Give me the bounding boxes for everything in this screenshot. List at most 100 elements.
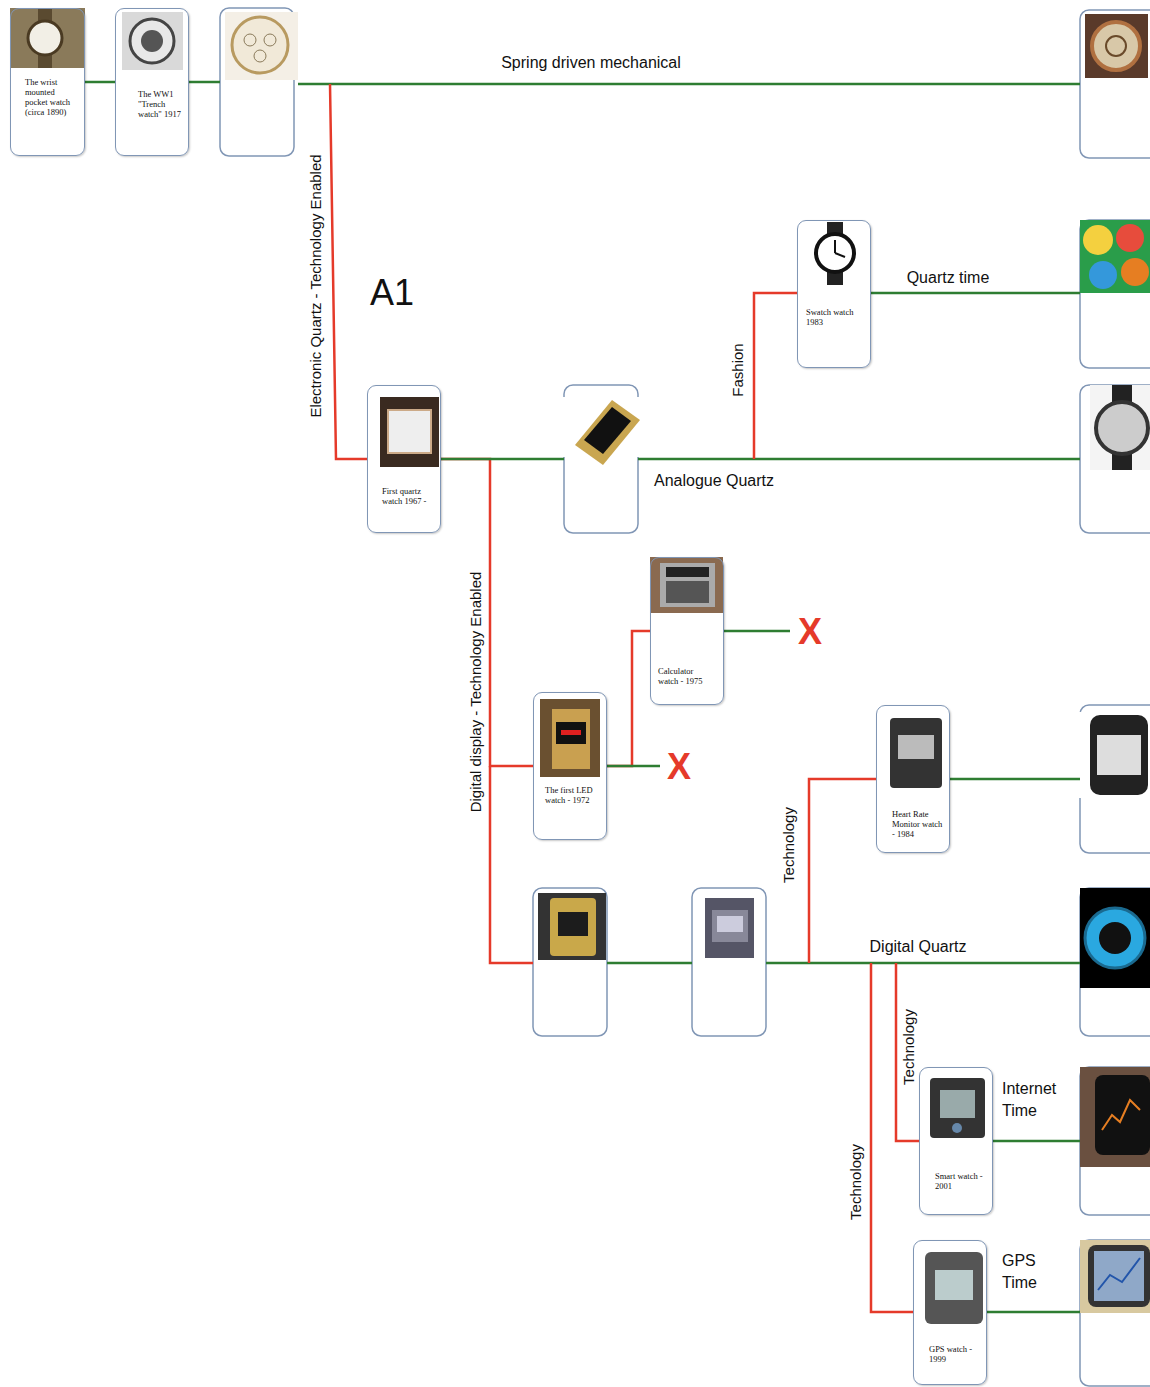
watch-card: Swatch watch 1983	[797, 220, 871, 368]
photo-ground	[1085, 14, 1148, 78]
watch-subdial	[244, 34, 256, 46]
watch-case	[550, 898, 596, 956]
timeline-connector	[607, 631, 650, 766]
branch-line	[490, 766, 533, 963]
watch-photos	[10, 8, 1150, 1330]
branch-title: Internet Time	[1002, 1078, 1066, 1121]
watch-card	[533, 888, 607, 1036]
caption-block: The WW1 "Trench watch" 1917	[138, 89, 182, 119]
photo-ground	[1080, 1067, 1150, 1167]
watch-case	[1095, 1075, 1150, 1155]
label-anchor: Digital display - Technology Enabled	[466, 572, 486, 813]
timeline-connector	[85, 81, 115, 84]
branch-line	[809, 779, 876, 963]
watch-display	[1099, 922, 1131, 954]
watch-display	[556, 722, 586, 744]
timeline-line	[950, 778, 1080, 781]
label-anchor: Technology	[779, 807, 799, 883]
label-anchor: Internet Time	[1002, 1078, 1066, 1121]
timeline-line	[993, 1140, 1080, 1143]
empty-cards	[220, 8, 1150, 1386]
watch-card: First quartz watch 1967 -	[367, 385, 441, 533]
watch-card	[1080, 220, 1150, 368]
watch-case	[925, 1252, 983, 1324]
caption-block: Swatch watch 1983	[806, 307, 866, 327]
photo-ground	[1073, 712, 1150, 798]
watch-case	[1090, 715, 1148, 795]
watch-face	[816, 234, 854, 272]
watch-card	[1080, 385, 1150, 533]
watch-card	[1080, 10, 1150, 158]
label-anchor: Electronic Quartz - Technology Enabled	[306, 154, 326, 417]
branch-title: Quartz time	[907, 267, 990, 289]
timeline-line	[987, 1311, 1080, 1314]
watch-face	[130, 19, 174, 63]
label-anchor: Technology	[846, 1144, 866, 1220]
watch-caption: The WW1 "Trench watch" 1917	[138, 89, 182, 119]
photo-ground	[538, 893, 606, 960]
watch-card	[1080, 1067, 1150, 1215]
photo-ground	[10, 8, 85, 68]
watch-face	[584, 407, 631, 454]
timeline-line	[766, 962, 1080, 965]
watch-caption: Smart watch - 2001	[935, 1171, 990, 1191]
watch-face	[1121, 258, 1149, 286]
watch-caption: The wrist mounted pocket watch (circa 18…	[25, 77, 73, 117]
branch-line	[330, 84, 367, 459]
branch-title: Analogue Quartz	[654, 470, 774, 492]
watch-caption: The first LED watch - 1972	[545, 785, 595, 805]
timeline-line	[724, 630, 790, 633]
watch-grille	[141, 30, 163, 52]
watch-case	[552, 709, 590, 769]
photo-ground	[540, 699, 600, 777]
watch-card: Calculator watch - 1975	[650, 557, 724, 705]
watch-face	[1096, 402, 1148, 454]
watch-caption: Heart Rate Monitor watch - 1984	[892, 809, 946, 839]
photo-ground	[225, 12, 298, 80]
branch-title: Spring driven mechanical	[501, 52, 681, 74]
branch-label: Electronic Quartz - Technology Enabled	[306, 154, 326, 417]
branch-line	[754, 293, 797, 459]
timeline-line	[607, 962, 692, 965]
caption-block: Calculator watch - 1975	[658, 666, 710, 686]
label-anchor: Analogue Quartz	[654, 470, 774, 492]
label-anchor: A1	[370, 269, 414, 318]
watch-display	[935, 1270, 973, 1300]
branch-label: Digital display - Technology Enabled	[466, 572, 486, 813]
watch-hand	[835, 253, 845, 257]
watch-display	[717, 916, 743, 932]
dead-end-mark: X	[798, 608, 822, 657]
watch-case	[712, 910, 748, 942]
photo-ground	[705, 898, 754, 958]
watch-display	[1097, 735, 1141, 775]
watch-caption: GPS watch - 1999	[929, 1344, 984, 1364]
label-anchor: Fashion	[728, 343, 748, 396]
watch-card	[1080, 888, 1150, 1036]
photo-ground	[1080, 888, 1150, 988]
watch-card	[692, 888, 766, 1036]
watch-display	[558, 912, 588, 936]
label-anchor: Spring driven mechanical	[501, 52, 681, 74]
timeline-line	[441, 458, 564, 461]
watch-case	[1085, 908, 1145, 968]
watch-case	[1088, 1245, 1150, 1307]
caption-block: Heart Rate Monitor watch - 1984	[892, 809, 946, 839]
watch-face	[1089, 261, 1117, 289]
caption-block: Smart watch - 2001	[935, 1171, 990, 1191]
watch-case	[890, 718, 942, 788]
watch-case	[575, 400, 640, 465]
watch-display	[898, 735, 934, 759]
watch-caption: Swatch watch 1983	[806, 307, 866, 327]
timeline-line	[298, 83, 1080, 86]
watch-case	[930, 1078, 985, 1138]
photo-ground	[558, 397, 650, 457]
watch-card: The first LED watch - 1972	[533, 692, 607, 840]
timeline-line	[189, 81, 220, 84]
watch-face	[232, 17, 288, 73]
watch-display	[940, 1090, 975, 1118]
label-anchor: X	[667, 743, 691, 792]
watch-face	[28, 21, 62, 55]
branch-lines	[330, 84, 919, 1312]
watch-face	[1092, 22, 1140, 70]
